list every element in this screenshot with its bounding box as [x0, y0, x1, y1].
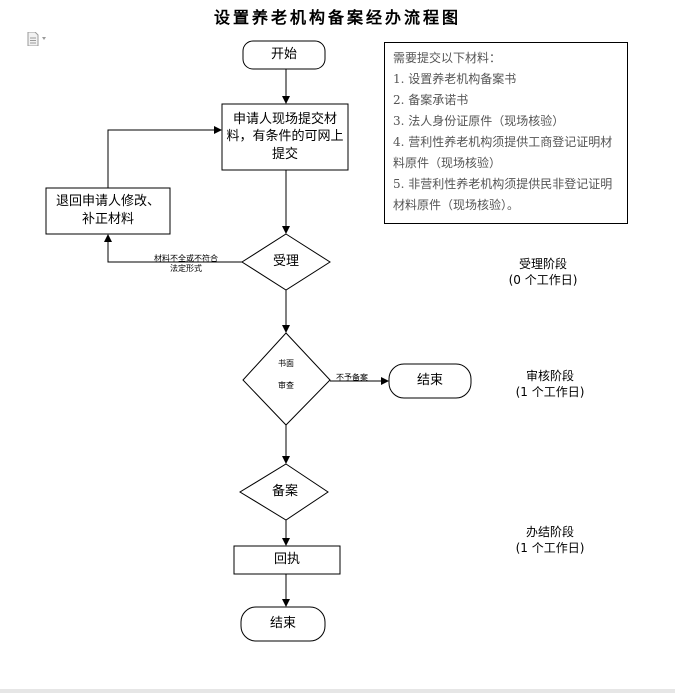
return-label: 退回申请人修改、补正材料	[55, 194, 160, 227]
stage-review: 审核阶段 (1 个工作日)	[490, 368, 610, 400]
edge-label-incomplete: 材料不全或不符合法定形式	[154, 254, 218, 273]
edge-label-not-recorded: 不予备案	[336, 373, 368, 382]
end-final-node	[240, 606, 326, 642]
materials-item: 2. 备案承诺书	[393, 93, 469, 107]
end-reject-label: 结束	[416, 373, 443, 389]
end-final-label: 结束	[269, 616, 296, 632]
page-title: 设置养老机构备案经办流程图	[213, 8, 461, 27]
submit-label: 申请人现场提交材料，有条件的可网上提交	[226, 111, 344, 162]
arrow-accept-return	[104, 234, 242, 263]
stage-finish-name: 办结阶段	[525, 525, 574, 539]
stage-review-name: 审核阶段	[525, 369, 574, 383]
record-label: 备案	[271, 484, 298, 500]
return-node	[45, 187, 171, 235]
stage-review-days: (1 个工作日)	[515, 385, 585, 399]
materials-item: 1. 设置养老机构备案书	[393, 72, 517, 86]
submit-node	[221, 103, 349, 171]
review-label-line2: 审查	[278, 381, 294, 390]
arrow-return-submit	[107, 126, 222, 188]
start-label: 开始	[270, 47, 297, 63]
materials-header: 需要提交以下材料：	[393, 51, 502, 65]
start-node	[242, 40, 326, 70]
receipt-node	[233, 545, 341, 575]
materials-item: 3. 法人身份证原件（现场核验）	[393, 114, 565, 128]
review-diamond	[242, 332, 331, 426]
document-icon[interactable]	[27, 32, 49, 46]
stage-accept-name: 受理阶段	[518, 257, 567, 271]
materials-item: 4. 营利性养老机构须提供工商登记证明材料原件（现场核验）	[393, 135, 613, 170]
stage-finish: 办结阶段 (1 个工作日)	[490, 524, 610, 556]
end-reject-node	[388, 363, 472, 399]
review-label-line1: 书面	[278, 359, 294, 368]
materials-box: 需要提交以下材料： 1. 设置养老机构备案书 2. 备案承诺书 3. 法人身份证…	[384, 42, 628, 224]
materials-item: 5. 非营利性养老机构须提供民非登记证明材料原件（现场核验）。	[393, 177, 613, 212]
stage-accept-days: (0 个工作日)	[508, 273, 578, 287]
accept-label: 受理	[272, 254, 299, 270]
bottom-scrollbar[interactable]	[0, 689, 675, 693]
receipt-label: 回执	[273, 552, 300, 568]
stage-finish-days: (1 个工作日)	[515, 541, 585, 555]
stage-accept: 受理阶段 (0 个工作日)	[483, 256, 603, 288]
